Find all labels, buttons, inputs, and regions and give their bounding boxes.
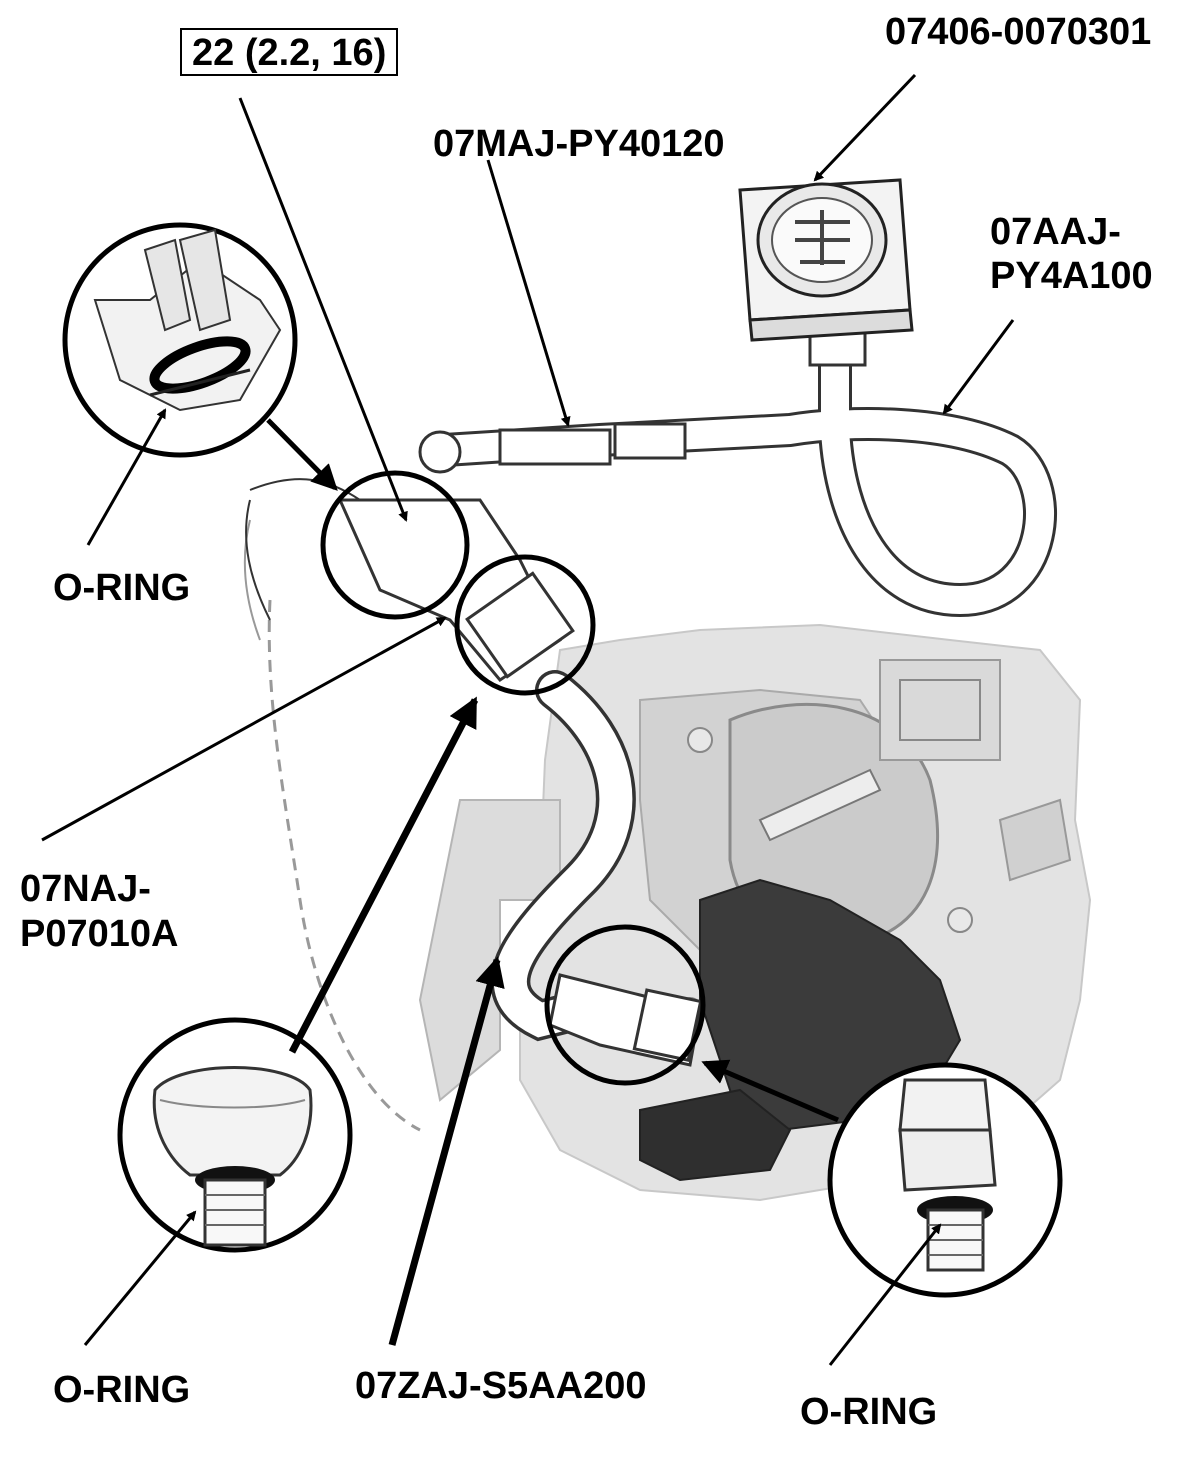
hose-right-label-line2: PY4A100 [990, 255, 1153, 297]
dashed-hose [267, 599, 421, 1132]
leader-oring-lower-left [83, 1210, 197, 1346]
leader-adapter [41, 616, 447, 842]
adapter-label-line1: 07NAJ- [20, 868, 151, 910]
hose-upper-label: 07MAJ-PY40120 [433, 123, 725, 165]
callout-circle-hose-fitting [544, 924, 706, 1086]
adapter-label-line2: P07010A [20, 913, 179, 955]
callout-circle-torque-point [320, 470, 470, 620]
gauge-tool-label: 07406-0070301 [885, 11, 1152, 53]
leader-gauge-tool [813, 73, 917, 182]
oring-lower-left-label: O-RING [53, 1369, 191, 1411]
pressure-gauge [738, 178, 914, 342]
arrow-detail-lower-right [701, 1059, 839, 1123]
callout-circle-adapter [454, 554, 596, 696]
oring-upper-left-label: O-RING [53, 567, 191, 609]
leader-hose-upper [486, 159, 571, 427]
leader-oring-lower-right [828, 1223, 942, 1366]
hose-lower-label: 07ZAJ-S5AA200 [355, 1365, 647, 1407]
leader-hose-lower [388, 956, 505, 1346]
leader-torque-spec [238, 97, 408, 522]
magnified-view-lower-right [827, 1062, 1063, 1298]
oring-lower-right-label: O-RING [800, 1391, 938, 1433]
hose-right-label-line1: 07AAJ- [990, 211, 1121, 253]
torque-spec-label: 22 (2.2, 16) [180, 28, 399, 76]
arrow-detail-lower-left [288, 696, 479, 1054]
arrow-detail-upper-left [266, 418, 338, 491]
leader-hose-right [942, 319, 1015, 415]
magnified-view-lower-left [117, 1017, 353, 1253]
leader-oring-upper-left [86, 408, 167, 546]
magnified-view-upper-left [62, 222, 298, 458]
